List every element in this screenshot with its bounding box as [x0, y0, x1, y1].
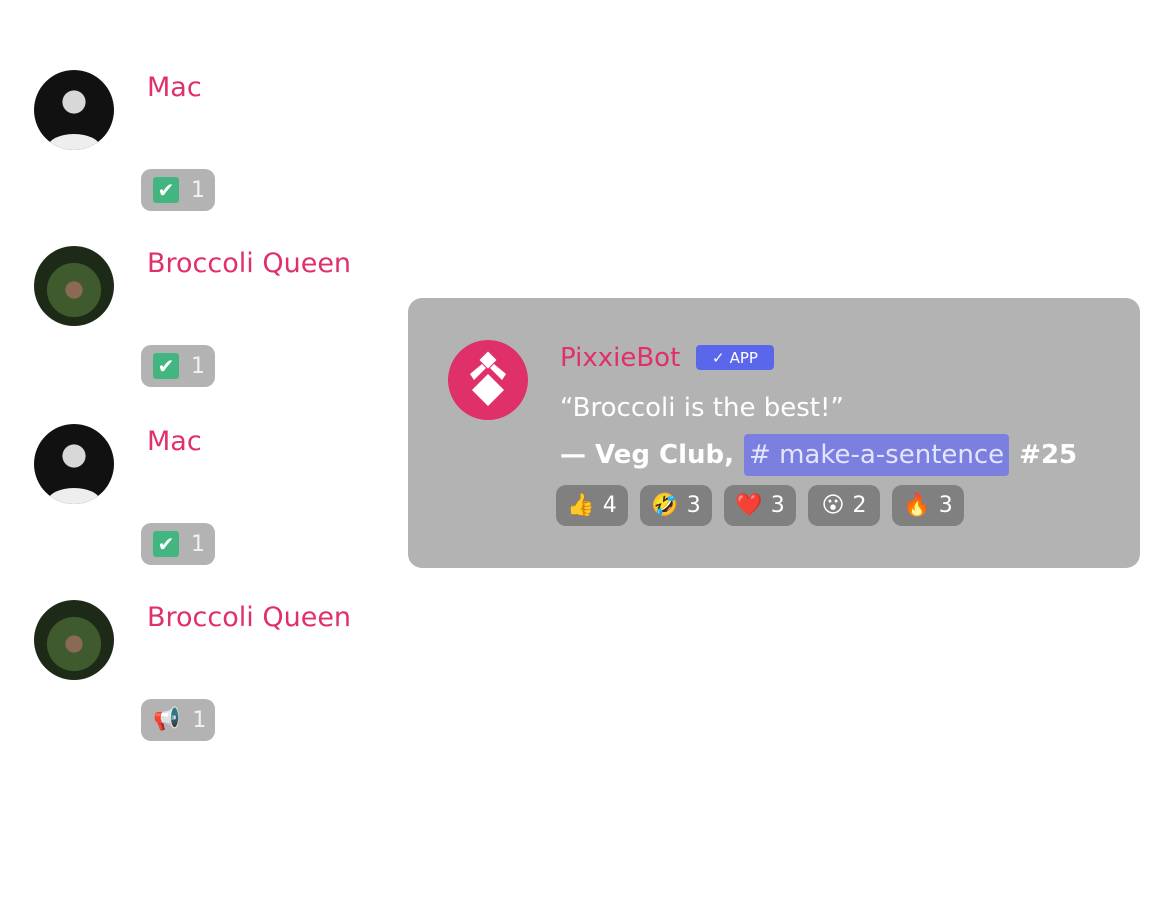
thumbs-up-icon: 👍 — [567, 492, 595, 518]
megaphone-icon: 📢 — [153, 707, 181, 732]
pixxiebot-logo-icon — [470, 351, 506, 406]
author-name[interactable]: Broccoli Queen — [147, 602, 352, 633]
reaction-count: 4 — [602, 493, 617, 518]
bot-avatar[interactable] — [448, 340, 528, 420]
attribution-line: — Veg Club, # make-a-sentence #25 — [560, 434, 1077, 476]
message: Mac ✔ 1 — [34, 424, 394, 594]
reaction-count: 1 — [191, 353, 205, 379]
reaction-button[interactable]: ✔ 1 — [141, 345, 215, 387]
entry-number: #25 — [1019, 440, 1078, 470]
avatar[interactable] — [34, 600, 114, 680]
reaction-fire[interactable]: 🔥3 — [892, 485, 964, 526]
reaction-button[interactable]: ✔ 1 — [141, 523, 215, 565]
check-box-icon: ✔ — [153, 353, 179, 379]
author-name[interactable]: Mac — [147, 426, 202, 457]
reactions: 👍4 🤣3 ❤️3 😮2 🔥3 — [556, 485, 964, 526]
message: Broccoli Queen 📢 1 — [34, 600, 394, 770]
reaction-button[interactable]: ✔ 1 — [141, 169, 215, 211]
check-box-icon: ✔ — [153, 531, 179, 557]
message: Broccoli Queen ✔ 1 — [34, 246, 394, 416]
reaction-thumbs-up[interactable]: 👍4 — [556, 485, 628, 526]
channel-mention[interactable]: # make-a-sentence — [744, 434, 1010, 476]
attribution: — Veg Club, — [560, 440, 735, 470]
reaction-count: 1 — [191, 177, 205, 203]
heart-icon: ❤️ — [735, 492, 763, 518]
rofl-icon: 🤣 — [651, 492, 679, 518]
reaction-count: 2 — [852, 493, 867, 518]
check-box-icon: ✔ — [153, 177, 179, 203]
reaction-count: 3 — [938, 493, 953, 518]
author-name[interactable]: Broccoli Queen — [147, 248, 352, 279]
surprised-face-icon: 😮 — [821, 492, 845, 518]
bot-message-card: PixxieBot ✓ APP “Broccoli is the best!” … — [408, 298, 1140, 568]
author-name[interactable]: Mac — [147, 72, 202, 103]
reaction-heart[interactable]: ❤️ 3 — [724, 485, 796, 526]
message: Mac ✔ 1 — [34, 70, 394, 240]
avatar[interactable] — [34, 246, 114, 326]
badge-label: APP — [729, 348, 758, 367]
bot-name[interactable]: PixxieBot — [560, 343, 681, 373]
reaction-rofl[interactable]: 🤣3 — [640, 485, 712, 526]
reaction-count: 3 — [686, 493, 701, 518]
app-badge: ✓ APP — [696, 345, 774, 370]
avatar[interactable] — [34, 70, 114, 150]
reaction-button[interactable]: 📢 1 — [141, 699, 215, 741]
reaction-count: 1 — [191, 531, 205, 557]
reaction-count: 1 — [192, 707, 207, 733]
quote-text: “Broccoli is the best!” — [560, 393, 844, 423]
check-icon: ✓ — [712, 348, 725, 367]
avatar[interactable] — [34, 424, 114, 504]
fire-icon: 🔥 — [903, 492, 931, 518]
reaction-count: 3 — [770, 493, 785, 518]
reaction-surprised[interactable]: 😮2 — [808, 485, 880, 526]
